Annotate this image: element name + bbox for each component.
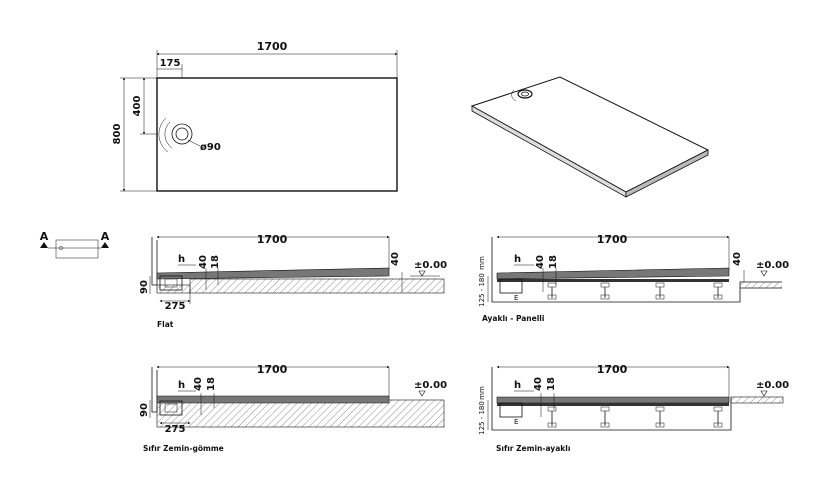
sifir-ayakli-unit-label: mm	[478, 386, 486, 400]
tray-profile	[496, 267, 730, 280]
sifir-ayakli-h-label: h	[514, 380, 521, 391]
ayakli-unit-label: mm	[478, 256, 486, 270]
plan-width-label: 800	[112, 124, 123, 145]
tray-profile	[156, 395, 390, 404]
gomme-level-label: ±0.00	[414, 380, 447, 391]
sifir-ayakli-18-label: 18	[546, 377, 557, 391]
ayakli-18-label: 18	[548, 255, 559, 269]
ayakli-level-label: ±0.00	[756, 260, 789, 271]
flat-level-label: ±0.00	[414, 260, 447, 271]
section-sifir-gomme: 1700 h 40 18 ±0.00 90 275 Sıfır Zemin-gö…	[139, 363, 447, 453]
iso-drain	[517, 89, 533, 99]
support-legs	[547, 282, 723, 300]
plan-drain-offset-y: 400	[132, 96, 143, 117]
sifir-ayakli-range-label: 125 - 180	[478, 401, 486, 435]
tray-profile	[496, 396, 730, 404]
flat-h-label: h	[178, 254, 185, 265]
ayakli-40-label: 40	[535, 255, 546, 269]
flat-40b-label: 40	[390, 252, 401, 266]
gomme-18-label: 18	[206, 377, 217, 391]
drain-inner	[175, 127, 189, 141]
section-ayakli-length: 1700	[597, 233, 628, 246]
flat-40-label: 40	[198, 255, 209, 269]
section-gomme-caption: Sıfır Zemin-gömme	[143, 444, 224, 453]
sifir-ayakli-level-label: ±0.00	[756, 380, 789, 391]
gomme-depth-label: 90	[139, 403, 150, 417]
flat-18-label: 18	[210, 255, 221, 269]
gomme-40-label: 40	[193, 377, 204, 391]
ayakli-h-label: h	[514, 254, 521, 265]
support-legs	[547, 406, 723, 428]
gomme-offset-label: 275	[165, 424, 186, 435]
drain-diameter-label: ø90	[200, 142, 221, 153]
top-view-plan: 1700 175 800 400 ø90	[112, 40, 398, 192]
section-marker: A A	[40, 230, 110, 259]
isometric-view	[470, 76, 710, 198]
plan-drain-offset-x: 175	[160, 58, 181, 69]
tray-profile	[156, 267, 390, 280]
iso-side-edge	[625, 149, 709, 198]
drain-outer	[171, 123, 193, 145]
section-flat-caption: Flat	[157, 320, 174, 329]
floor-slab	[156, 399, 445, 428]
floor-slab	[189, 278, 445, 294]
flat-offset-label: 275	[165, 301, 186, 312]
ayakli-range-label: 125 - 180	[478, 273, 486, 307]
section-sifir-ayakli: 1700 h 40 18 ±0.00 125 - 180 mm E Sıfır …	[478, 363, 789, 453]
tray-outline	[156, 77, 398, 192]
plan-length-label: 1700	[257, 40, 288, 53]
section-ayakli-caption: Ayaklı - Panelli	[482, 314, 544, 323]
section-flat-length: 1700	[257, 233, 288, 246]
ayakli-40b-label: 40	[732, 252, 743, 266]
section-marker-left: A	[40, 230, 49, 243]
section-gomme-length: 1700	[257, 363, 288, 376]
section-flat: 1700 h 40 18 40 ±0.00 90 275 Flat	[139, 233, 447, 329]
section-ayakli-panelli: 1700 h 40 18 40 ±0.00 125 - 180 mm E Aya…	[478, 233, 789, 323]
section-sifir-ayakli-caption: Sıfır Zemin-ayaklı	[496, 444, 570, 453]
sifir-ayakli-40-label: 40	[533, 377, 544, 391]
section-sifir-ayakli-length: 1700	[597, 363, 628, 376]
sifir-ayakli-leg-label: E	[514, 418, 518, 426]
gomme-h-label: h	[178, 380, 185, 391]
flat-depth-label: 90	[139, 280, 150, 294]
ayakli-leg-label: E	[514, 294, 518, 302]
section-marker-right: A	[101, 230, 110, 243]
